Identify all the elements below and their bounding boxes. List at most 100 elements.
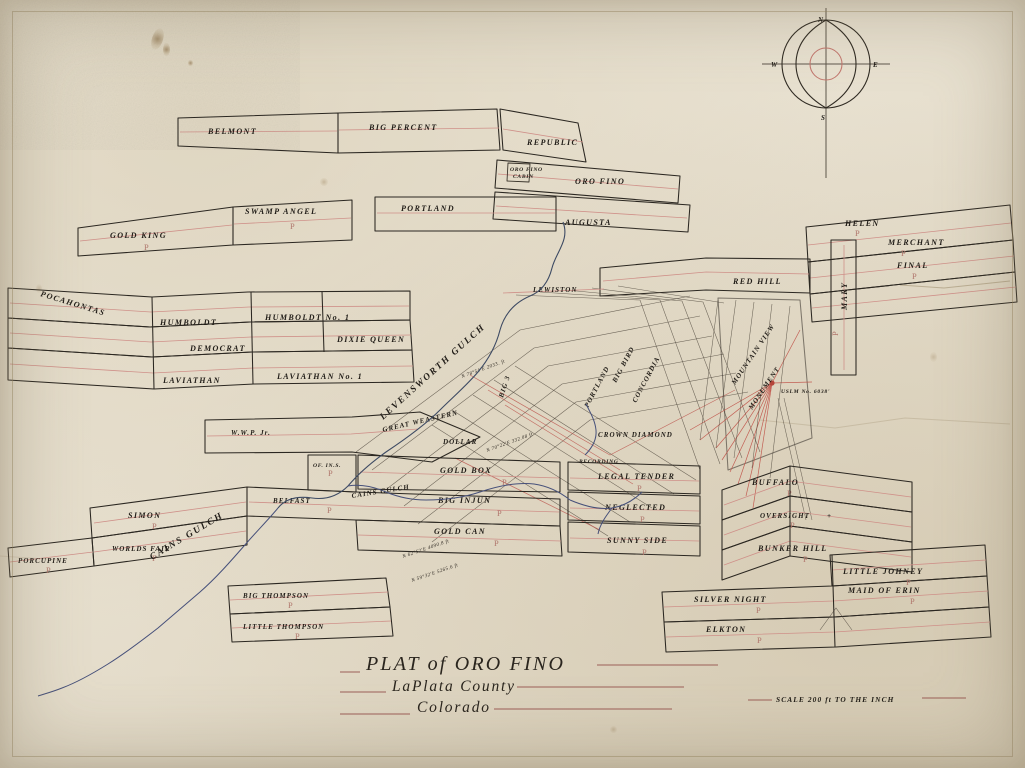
claim-label-sunny-side: SUNNY SIDE [607,536,668,545]
map-title-line3: Colorado [417,699,491,716]
compass-north-label: N [817,16,824,24]
claim-block-portland-upper: PORTLAND [374,196,557,232]
discovery-point-marker: P [637,484,642,493]
discovery-point-marker: P [910,597,915,606]
discovery-point-marker: P [912,272,917,281]
claim-label-simon: SIMON [128,511,161,520]
claim-block-top: BELMONT BIG PERCENT REPUBLIC [177,108,587,163]
claim-label-big-bird: BIG BIRD [610,345,636,385]
discovery-point-marker: P [290,222,295,231]
claim-label-belmont: BELMONT [207,127,257,136]
map-title-line2: LaPlata County [391,678,516,695]
title-block: PLAT of ORO FINO LaPlata County Colorado… [340,653,966,716]
claim-label-portland-upper: PORTLAND [401,204,455,213]
claim-label-humboldt-1: HUMBOLDT No. 1 [264,313,350,322]
monument-tie-lines [689,329,813,509]
monument-point [769,380,775,386]
streams [37,221,643,697]
discovery-point-marker: P [831,331,840,336]
discovery-point-marker: P [46,566,51,575]
claim-label-swamp-angel: SWAMP ANGEL [245,207,317,216]
claim-label-gold-king: GOLD KING [110,231,167,240]
claim-block-bottom-right: LITTLE JOHNEY P SILVER NIGHT P MAID OF E… [661,544,992,653]
claim-block-lower-left: SIMON P WORLDS FAIR P PORCUPINE P [7,486,248,578]
claim-label-portland-center: PORTLAND [583,365,612,409]
claim-label-dixie-queen: DIXIE QUEEN [336,335,405,344]
claim-label-helen: HELEN [844,219,880,228]
claim-block-center-left: W.W.P. Jr. GREAT WEASTERN DOLLAR OF. IN.… [204,409,561,493]
claim-label-lewiston: LEWISTON [532,286,577,294]
claim-label-red-hill: RED HILL [732,277,782,286]
discovery-point-marker: P [901,249,906,258]
monument-sight-lines [699,299,791,479]
recording-label: RECORDING [578,459,619,465]
claim-label-legal-tender: LEGAL TENDER [597,472,675,481]
claim-label-little-thompson: LITTLE THOMPSON [242,623,324,631]
claim-label-bunker-hill: BUNKER HILL [757,544,828,553]
map-title-line1: PLAT of ORO FINO [365,653,565,675]
discovery-point-marker: P [757,636,762,645]
claim-label-oro-fino: ORO FINO [575,177,625,186]
claim-label-republic: REPUBLIC [526,138,578,147]
claim-label-crown-diamond: CROWN DIAMOND [598,431,673,439]
claim-label-porcupine: PORCUPINE [18,557,68,565]
claim-label-worlds-fair: WORLDS FAIR [112,545,171,553]
claim-label-gold-box: GOLD BOX [440,466,492,475]
claim-block-belfast: BELFAST P BIG INJUN P GOLD CAN P N 62°52… [246,486,563,584]
discovery-point-marker: P [502,478,507,487]
cross-mark: + [827,512,832,520]
discovery-point-marker: P [640,515,645,524]
cabin-label-line2: CABIN [513,174,534,180]
discovery-point-marker: P [288,601,293,610]
claim-label-big-thompson: BIG THOMPSON [242,592,309,600]
claim-label-concordia: CONCORDIA [631,355,662,404]
claim-label-little-johney: LITTLE JOHNEY [842,567,923,576]
claim-block-right: HELEN MERCHANT FINAL P P P MARY P RED HI… [599,204,1018,376]
claim-label-final: FINAL [896,261,929,270]
claim-block-thompson: BIG THOMPSON P LITTLE THOMPSON P [227,577,394,643]
claim-block-orofino: ORO FINO AUGUSTA ORO FINO CABIN [492,159,691,233]
claim-label-belfast: BELFAST [272,497,311,505]
claim-block-legaltender: LEGAL TENDER P NEGLECTED P SUNNY SIDE P [567,461,701,557]
discovery-point-marker: P [295,632,300,641]
compass-rose: N S E W [762,8,890,178]
discovery-point-marker: P [327,506,332,515]
claim-label-democrat: DEMOCRAT [189,344,246,353]
claim-label-gold-can: GOLD CAN [434,527,486,536]
claim-label-elkton: ELKTON [705,625,746,634]
discovery-point-marker: P [328,469,333,478]
claim-label-big-3: BIG 3 [497,374,512,399]
compass-south-label: S [821,114,826,122]
claim-label-big-injun: BIG INJUN [437,496,491,505]
discovery-point-marker: P [790,521,795,530]
claim-label-maid-of-erin: MAID OF ERIN [847,586,921,595]
claim-label-oversight: OVERSIGHT [760,512,810,520]
claim-label-wwp-jr: W.W.P. Jr. [231,429,271,437]
discovery-point-marker: P [494,539,499,548]
discovery-point-marker: P [152,554,157,563]
cabin-label-line1: ORO FINO [510,167,543,173]
claim-lewiston: LEWISTON [502,286,605,294]
scale-note: SCALE 200 ft TO THE INCH [776,695,894,704]
claim-label-mary: MARY [840,282,849,311]
claim-block-buffalo: BUFFALO P OVERSIGHT P BUNKER HILL P + [721,465,913,581]
bearing-annotation: N 62°52'E 4090.8 ft [401,539,450,560]
claim-label-big-percent: BIG PERCENT [368,123,438,132]
claim-label-silver-night: SILVER NIGHT [694,595,767,604]
compass-east-label: E [872,61,879,69]
discovery-point-marker: P [144,243,149,252]
discovery-point-marker: P [497,509,502,518]
claim-block-goldking: GOLD KING SWAMP ANGEL P P [77,199,353,257]
claim-label-humboldt: HUMBOLDT [159,318,217,327]
claim-label-neglected: NEGLECTED [604,503,666,512]
central-survey-lines: PORTLAND BIG BIRD CONCORDIA BIG 3 CROWN … [355,285,761,543]
claim-label-monument: MONUMENT [746,365,781,412]
claim-label-of-ins: OF. IN.S. [313,463,341,469]
discovery-point-marker: P [152,522,157,531]
monument-tag-label: USLM No. 6038' [781,389,830,395]
discovery-point-marker: P [906,578,911,587]
claim-label-augusta: AUGUSTA [564,218,612,227]
discovery-point-marker: P [642,548,647,557]
